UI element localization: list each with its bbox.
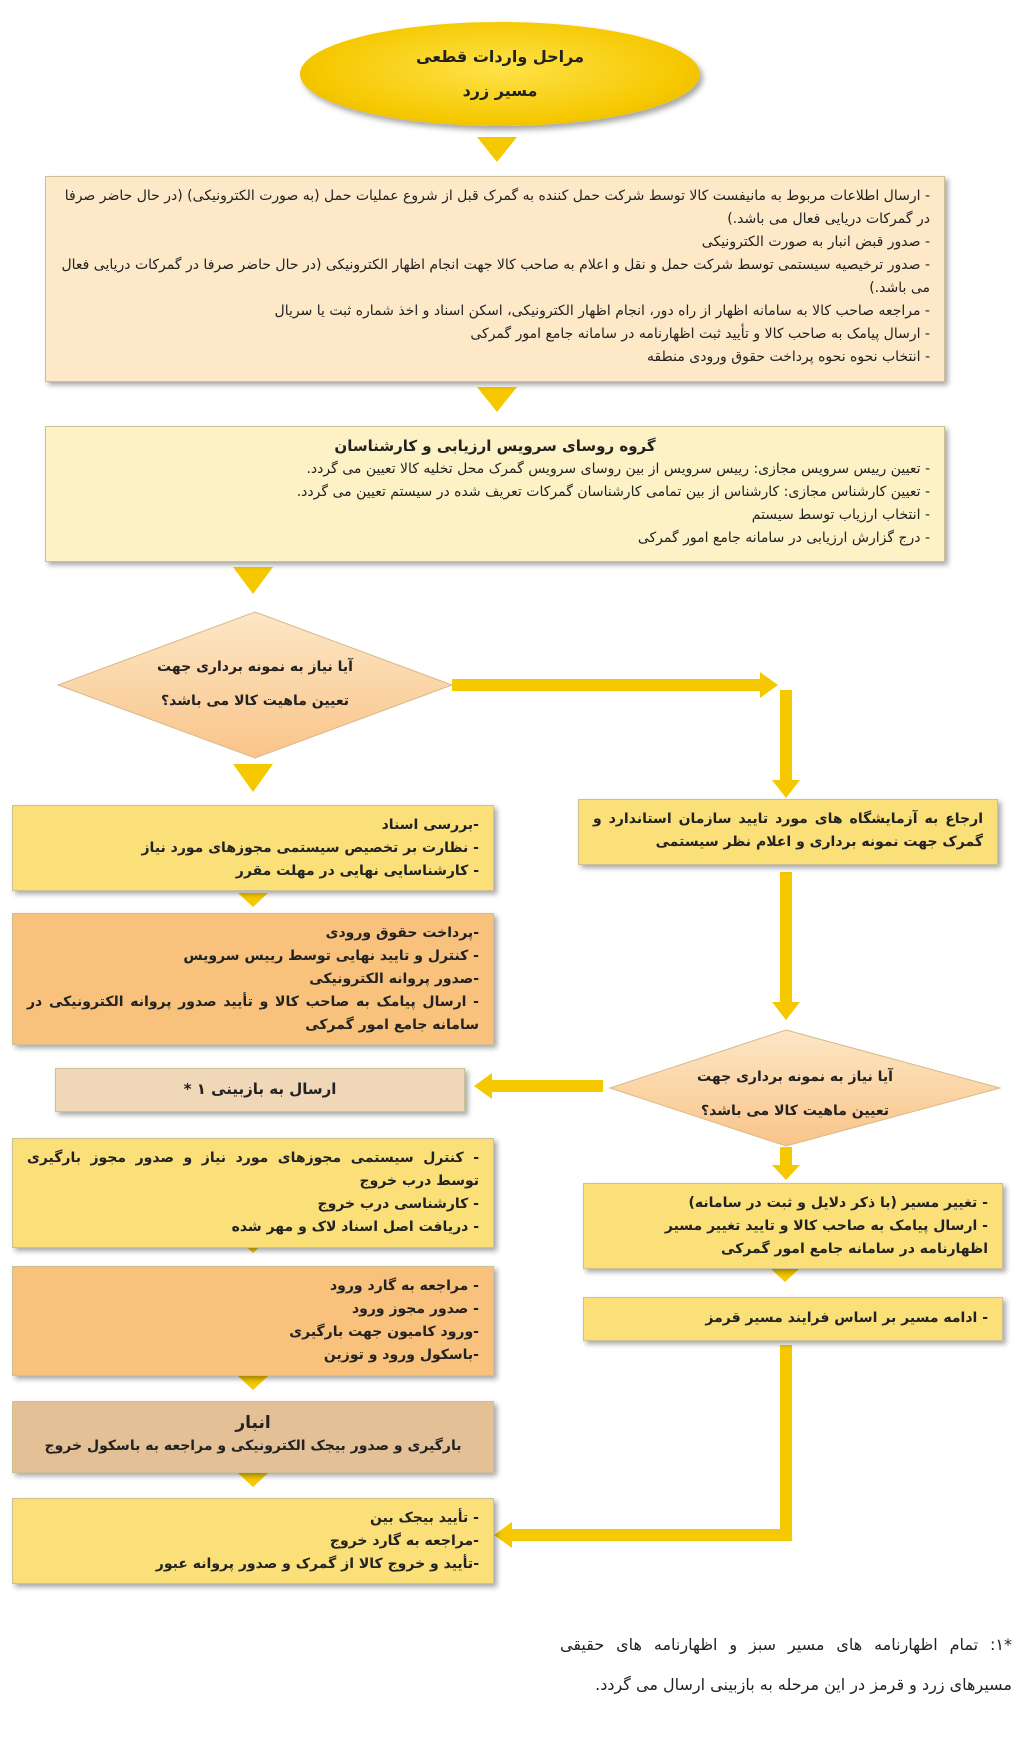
arrow-decision1-right xyxy=(452,672,778,698)
decision-1-line-2: تعیین ماهیت کالا می باشد؟ xyxy=(161,693,349,709)
list-item: - تعیین کارشناس مجازی: کارشناس از بین تم… xyxy=(296,484,930,500)
list-item: -مراجعه به گارد خروج xyxy=(329,1533,479,1549)
red-route-box: - ادامه مسیر بر اساس فرایند مسیر قرمز xyxy=(583,1297,1003,1341)
list-item: - صدور قبض انبار به صورت الکترونیکی xyxy=(701,234,930,250)
decision-2-line-2: تعیین ماهیت کالا می باشد؟ xyxy=(701,1103,889,1119)
guard-entry-box: - مراجعه به گارد ورود - صدور مجوز ورود -… xyxy=(12,1266,494,1376)
list-item: - تعیین رییس سرویس مجازی: رییس سرویس از … xyxy=(306,461,930,477)
list-item: - انتخاب نحوه نحوه پرداخت حقوق ورودی منط… xyxy=(647,349,930,365)
arrow-down-5 xyxy=(238,893,268,907)
list-item: - مراجعه صاحب کالا به سامانه اظهار از را… xyxy=(274,303,930,319)
list-item: - ارسال اطلاعات مربوط به مانیفست کالا تو… xyxy=(64,188,930,227)
list-item: - نظارت بر تخصیص سیستمی مجوزهای مورد نیا… xyxy=(141,840,480,856)
evaluation-group-box: گروه روسای سرویس ارزیابی و کارشناسان - ت… xyxy=(45,426,945,562)
arrow-down-10 xyxy=(770,1268,800,1282)
list-item: -صدور پروانه الکترونیکی xyxy=(309,971,479,987)
payment-box: -پرداخت حقوق ورودی - کنترل و تایید نهایی… xyxy=(12,913,494,1045)
list-item: -ورود کامیون جهت بارگیری xyxy=(289,1324,479,1340)
document-review-box: -بررسی اسناد - نظارت بر تخصیص سیستمی مجو… xyxy=(12,805,494,891)
arrow-decision2-left xyxy=(474,1073,603,1099)
exit-control-box: - کنترل سیستمی مجوزهای مورد نیاز و صدور … xyxy=(12,1138,494,1248)
arrow-redroute-to-final xyxy=(494,1345,792,1548)
list-item: - درج گزارش ارزیابی در سامانه جامع امور … xyxy=(637,530,930,546)
decision-diamond-1 xyxy=(56,611,454,759)
arrow-down-1 xyxy=(477,137,517,162)
list-item: - دریافت اصل اسناد لاک و مهر شده xyxy=(231,1219,479,1235)
manifest-steps-box: - ارسال اطلاعات مربوط به مانیفست کالا تو… xyxy=(45,176,945,382)
arrow-down-4 xyxy=(233,764,273,792)
send-to-inspection-box: ارسال به بازبینی ۱ * xyxy=(55,1068,465,1112)
list-item: - تأیید بیجک بین xyxy=(370,1510,479,1526)
list-item: -باسکول ورود و توزین xyxy=(323,1347,479,1363)
list-item: - صدور ترخیصیه سیستمی توسط شرکت حمل و نق… xyxy=(61,257,930,296)
decision-1-text: آیا نیاز به نمونه برداری جهت تعیین ماهیت… xyxy=(95,650,415,718)
title-oval: مراحل واردات قطعی مسیر زرد xyxy=(300,22,700,126)
list-item: - کارشناسی درب خروج xyxy=(317,1196,479,1212)
arrow-down-8 xyxy=(238,1376,268,1390)
lab-referral-text: ارجاع به آزمایشگاه های مورد تایید سازمان… xyxy=(593,811,983,850)
list-item: - کنترل سیستمی مجوزهای مورد نیاز و صدور … xyxy=(27,1150,479,1189)
title-line-2: مسیر زرد xyxy=(462,81,538,100)
list-item: - ارسال پیامک به صاحب کالا و تأیید ثبت ا… xyxy=(470,326,930,342)
list-item: - کارشناسایی نهایی در مهلت مقرر xyxy=(235,863,479,879)
send-to-inspection-label: ارسال به بازبینی ۱ * xyxy=(183,1080,337,1098)
arrow-down-to-lab xyxy=(772,690,800,798)
red-route-text: - ادامه مسیر بر اساس فرایند مسیر قرمز xyxy=(705,1310,988,1326)
title-line-1: مراحل واردات قطعی xyxy=(416,47,584,66)
list-item: - ارسال پیامک به صاحب کالا و تایید تغییر… xyxy=(664,1218,988,1257)
decision-2-line-1: آیا نیاز به نمونه برداری جهت xyxy=(697,1069,893,1085)
warehouse-title: انبار xyxy=(235,1413,271,1433)
arrow-down-9 xyxy=(238,1473,268,1487)
list-item: - مراجعه به گارد ورود xyxy=(329,1278,479,1294)
list-item: - کنترل و تایید نهایی توسط رییس سرویس xyxy=(183,948,479,964)
lab-referral-box: ارجاع به آزمایشگاه های مورد تایید سازمان… xyxy=(578,799,998,865)
list-item: -بررسی اسناد xyxy=(381,817,479,833)
arrow-down-3 xyxy=(233,567,273,594)
decision-1-line-1: آیا نیاز به نمونه برداری جهت xyxy=(157,659,353,675)
footnote: *۱: تمام اظهارنامه های مسیر سبز و اظهارن… xyxy=(560,1635,1012,1694)
route-change-box: - تغییر مسیر (با ذکر دلایل و ثبت در ساما… xyxy=(583,1183,1003,1269)
warehouse-text: بارگیری و صدور بیجک الکترونیکی و مراجعه … xyxy=(44,1438,462,1454)
list-item: - صدور مجوز ورود xyxy=(351,1301,479,1317)
arrow-lab-to-decision2 xyxy=(772,872,800,1020)
decision-2-text: آیا نیاز به نمونه برداری جهت تعیین ماهیت… xyxy=(650,1060,940,1128)
final-exit-box: - تأیید بیجک بین -مراجعه به گارد خروج -ت… xyxy=(12,1498,494,1584)
list-item: - ارسال پیامک به صاحب کالا و تأیید صدور … xyxy=(27,994,479,1033)
list-item: -پرداخت حقوق ورودی xyxy=(325,925,479,941)
arrow-down-2 xyxy=(477,387,517,412)
decision-diamond-2 xyxy=(608,1029,1002,1147)
warehouse-box: انبار بارگیری و صدور بیجک الکترونیکی و م… xyxy=(12,1401,494,1473)
arrow-decision2-down xyxy=(772,1147,800,1180)
list-item: -تأیید و خروج کالا از گمرک و صدور پروانه… xyxy=(155,1556,479,1572)
evaluation-group-title: گروه روسای سرویس ارزیابی و کارشناسان xyxy=(334,437,656,455)
list-item: - تغییر مسیر (با ذکر دلایل و ثبت در ساما… xyxy=(688,1195,988,1211)
list-item: - انتخاب ارزیاب توسط سیستم xyxy=(751,507,930,523)
